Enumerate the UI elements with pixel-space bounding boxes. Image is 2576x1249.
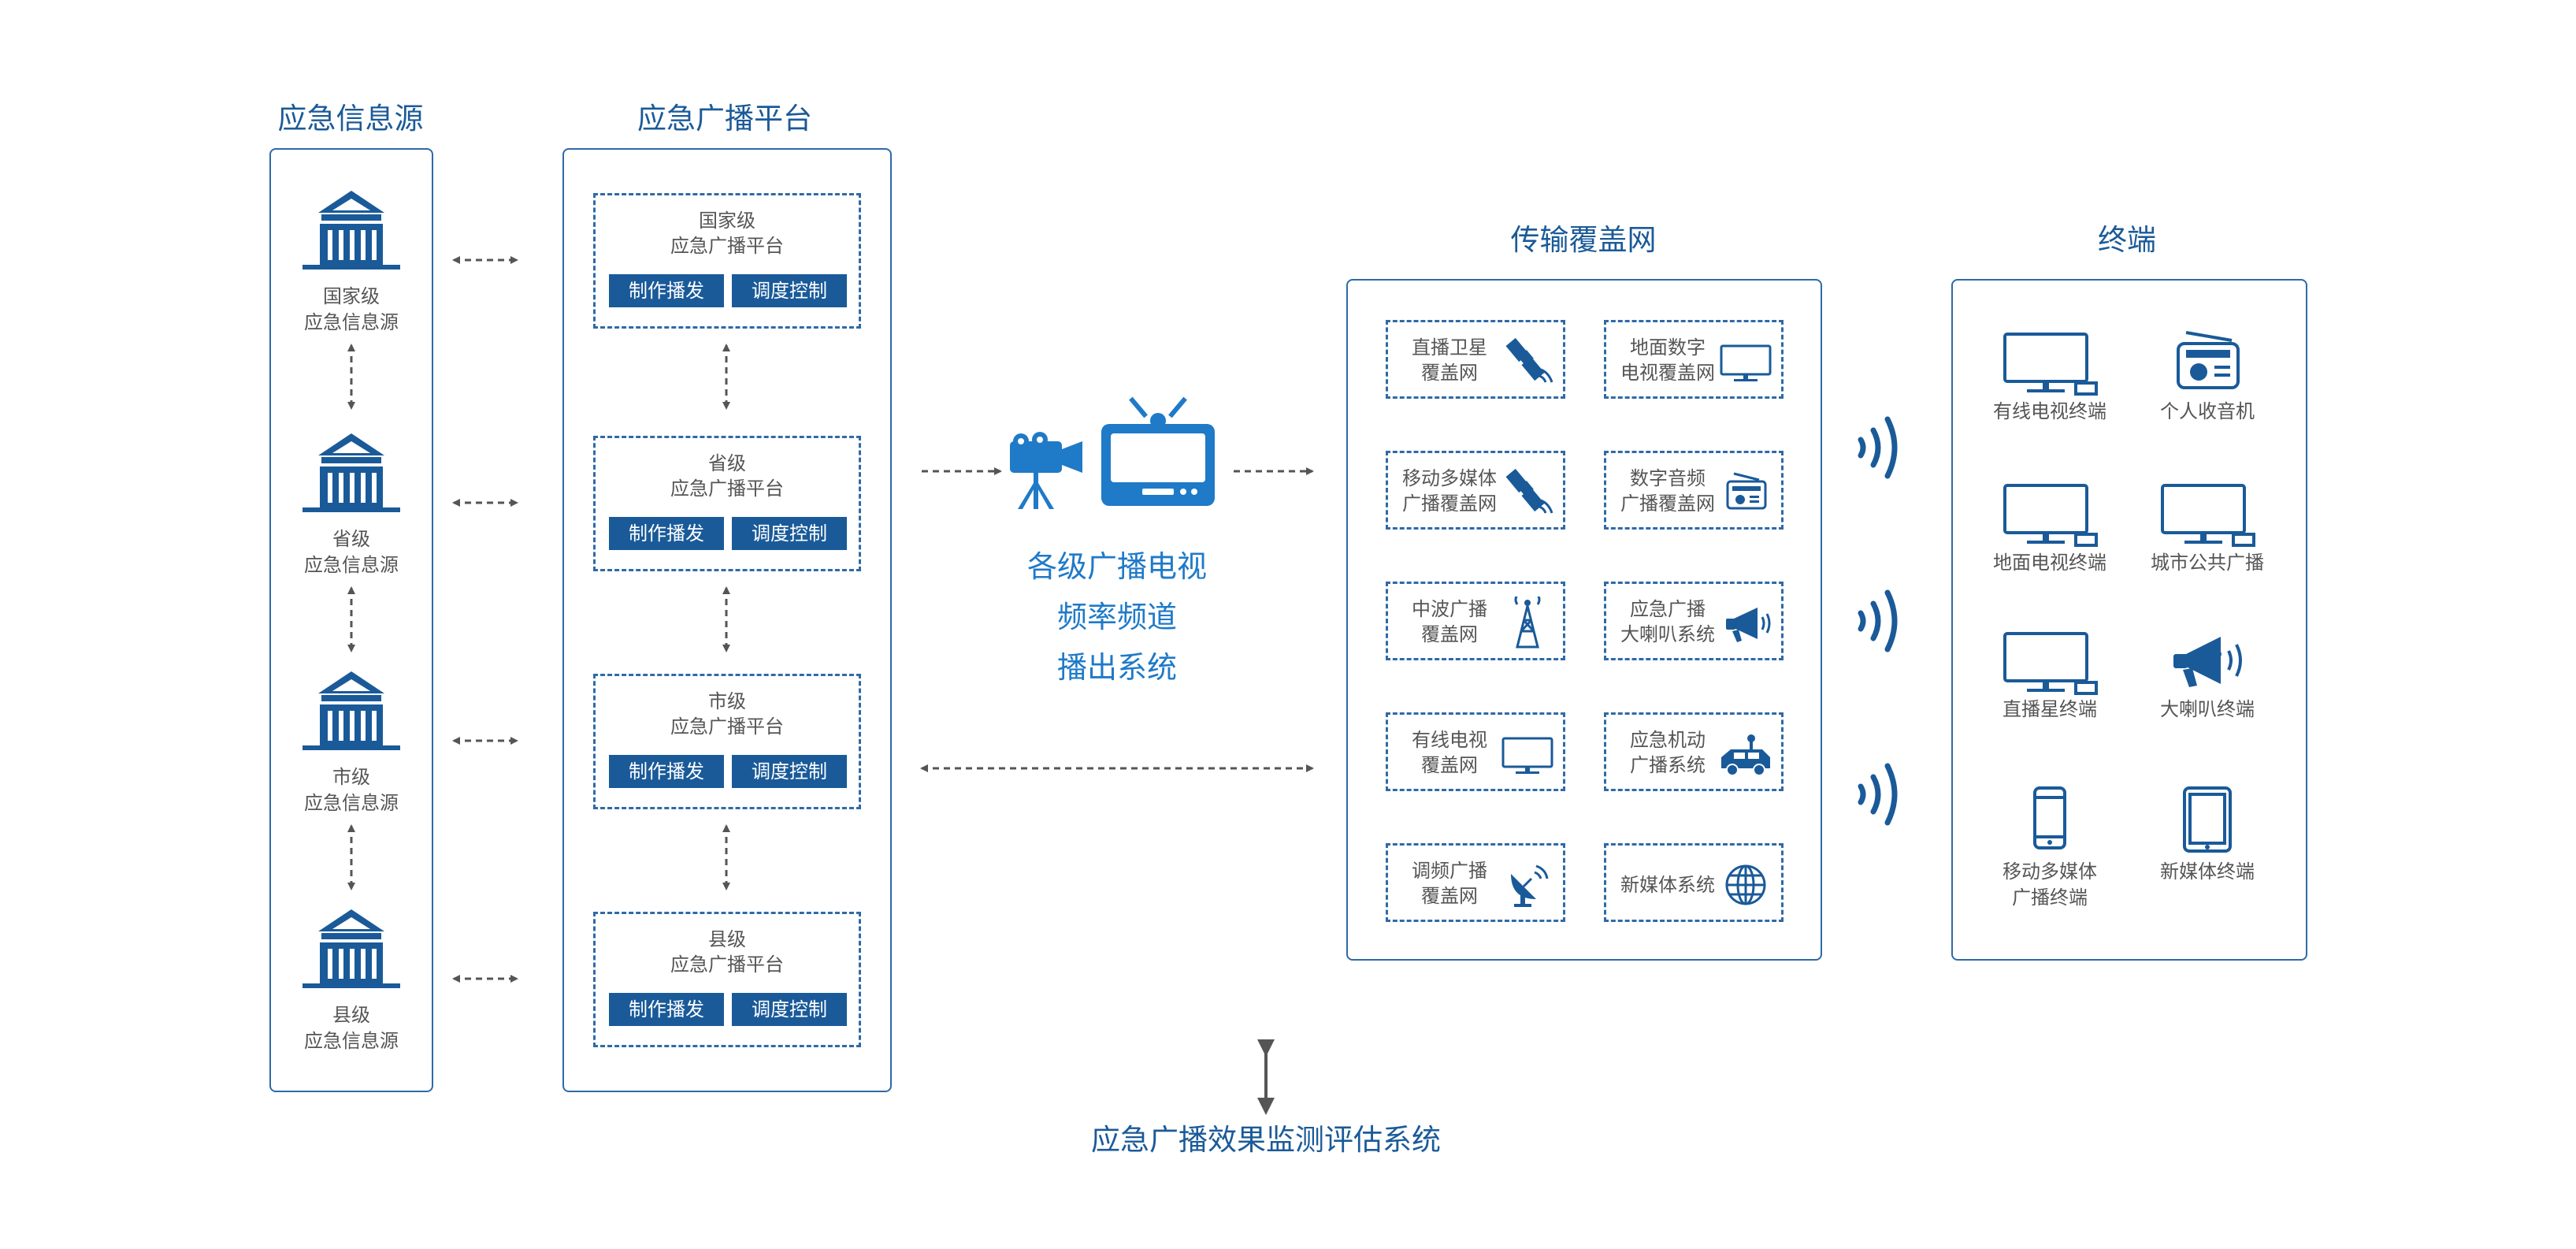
- tv-box-icon: [2003, 484, 2098, 547]
- network-label: 数字音频广播覆盖网: [1620, 467, 1715, 515]
- network-box: 应急机动广播系统: [1604, 712, 1784, 791]
- monitoring-system-title: 应急广播效果监测评估系统: [1091, 1123, 1441, 1157]
- produce-broadcast-button[interactable]: 制作播发: [609, 755, 724, 788]
- network-box: 数字音频广播覆盖网: [1604, 451, 1784, 530]
- terminal-label: 有线电视终端: [1993, 400, 2106, 422]
- sources-panel: [269, 148, 433, 1092]
- terminal-label: 个人收音机: [2160, 400, 2255, 422]
- platform-box-national: 国家级应急广播平台 制作播发 调度控制: [593, 193, 861, 329]
- tablet-icon: [2183, 786, 2232, 853]
- television-icon: [1101, 396, 1215, 506]
- dispatch-control-button[interactable]: 调度控制: [732, 517, 847, 550]
- produce-broadcast-button[interactable]: 制作播发: [609, 517, 724, 550]
- wireless-signal-icon: [1858, 763, 1898, 826]
- tv-box-icon: [2003, 333, 2098, 396]
- network-box: 中波广播覆盖网: [1386, 582, 1565, 660]
- terminal-label: 直播星终端: [2003, 698, 2097, 720]
- tv-monitor-icon: [1720, 344, 1772, 381]
- network-panel: [1346, 279, 1822, 961]
- network-box: 移动多媒体广播覆盖网: [1386, 451, 1565, 530]
- platform-label: 县级应急广播平台: [670, 928, 784, 976]
- platform-label: 市级应急广播平台: [670, 690, 784, 738]
- sources-title: 应急信息源: [277, 102, 424, 136]
- government-building-icon: [303, 191, 400, 270]
- platform-label: 国家级应急广播平台: [670, 210, 784, 257]
- source-label: 国家级应急信息源: [304, 285, 399, 333]
- network-label: 调频广播覆盖网: [1412, 860, 1487, 907]
- video-camera-icon: [1010, 432, 1082, 509]
- government-building-icon: [303, 433, 400, 512]
- platform-box-county: 县级应急广播平台 制作播发 调度控制: [593, 912, 861, 1047]
- network-label: 地面数字电视覆盖网: [1620, 336, 1715, 384]
- government-building-icon: [303, 671, 400, 750]
- globe-icon: [1725, 864, 1766, 905]
- source-label: 市级应急信息源: [304, 766, 399, 814]
- tv-box-icon: [2003, 632, 2098, 695]
- terminal-panel: [1951, 279, 2307, 961]
- platform-box-city: 市级应急广播平台 制作播发 调度控制: [593, 674, 861, 809]
- platform-title: 应急广播平台: [637, 102, 812, 136]
- network-box: 有线电视覆盖网: [1386, 712, 1565, 791]
- wireless-signal-icon: [1858, 589, 1898, 652]
- produce-broadcast-button[interactable]: 制作播发: [609, 274, 724, 307]
- platform-panel: [562, 148, 892, 1092]
- network-box: 新媒体系统: [1604, 843, 1784, 922]
- satellite-icon: [1505, 337, 1553, 383]
- megaphone-icon: [2173, 637, 2242, 687]
- antenna-tower-icon: [1514, 597, 1541, 649]
- network-label: 直播卫星覆盖网: [1412, 336, 1487, 384]
- terminal-label: 地面电视终端: [1993, 552, 2106, 574]
- platform-label: 省级应急广播平台: [670, 452, 784, 500]
- dispatch-control-button[interactable]: 调度控制: [732, 274, 847, 307]
- source-label: 县级应急信息源: [304, 1004, 399, 1052]
- network-box: 应急广播大喇叭系统: [1604, 582, 1784, 660]
- dispatch-control-button[interactable]: 调度控制: [732, 993, 847, 1026]
- broadcast-system-label-3: 播出系统: [1056, 650, 1177, 685]
- network-box: 直播卫星覆盖网: [1386, 320, 1565, 399]
- dispatch-control-button[interactable]: 调度控制: [732, 755, 847, 788]
- source-label: 省级应急信息源: [304, 528, 399, 576]
- produce-broadcast-button[interactable]: 制作播发: [609, 993, 724, 1026]
- network-label: 应急广播大喇叭系统: [1620, 598, 1715, 645]
- phone-icon: [2033, 786, 2066, 849]
- radio-icon: [1726, 472, 1767, 510]
- network-title: 传输覆盖网: [1510, 223, 1657, 257]
- terminal-label: 新媒体终端: [2160, 861, 2255, 883]
- network-box: 地面数字电视覆盖网: [1604, 320, 1784, 399]
- terminal-title: 终端: [2098, 223, 2156, 257]
- radio-icon: [2177, 331, 2240, 389]
- terminal-label: 城市公共广播: [2151, 552, 2264, 574]
- broadcast-system-label-2: 频率频道: [1056, 600, 1177, 634]
- wireless-signal-icon: [1858, 416, 1898, 479]
- network-label: 应急机动广播系统: [1630, 729, 1706, 776]
- tv-box-icon: [2161, 484, 2255, 547]
- satellite-icon: [1505, 468, 1553, 514]
- network-box: 调频广播覆盖网: [1386, 843, 1565, 922]
- megaphone-icon: [1726, 608, 1771, 642]
- broadcast-van-icon: [1721, 734, 1770, 776]
- terminal-label: 移动多媒体广播终端: [2003, 861, 2097, 909]
- terminal-label: 大喇叭终端: [2160, 698, 2255, 720]
- tv-monitor-icon: [1501, 737, 1553, 774]
- broadcast-system-label-1: 各级广播电视: [1026, 549, 1207, 584]
- network-label: 中波广播覆盖网: [1412, 598, 1487, 645]
- network-label: 有线电视覆盖网: [1412, 729, 1487, 776]
- network-label: 新媒体系统: [1620, 874, 1715, 896]
- satellite-dish-icon: [1511, 864, 1549, 907]
- platform-box-provincial: 省级应急广播平台 制作播发 调度控制: [593, 436, 861, 571]
- network-label: 移动多媒体广播覆盖网: [1402, 467, 1497, 515]
- government-building-icon: [303, 909, 400, 988]
